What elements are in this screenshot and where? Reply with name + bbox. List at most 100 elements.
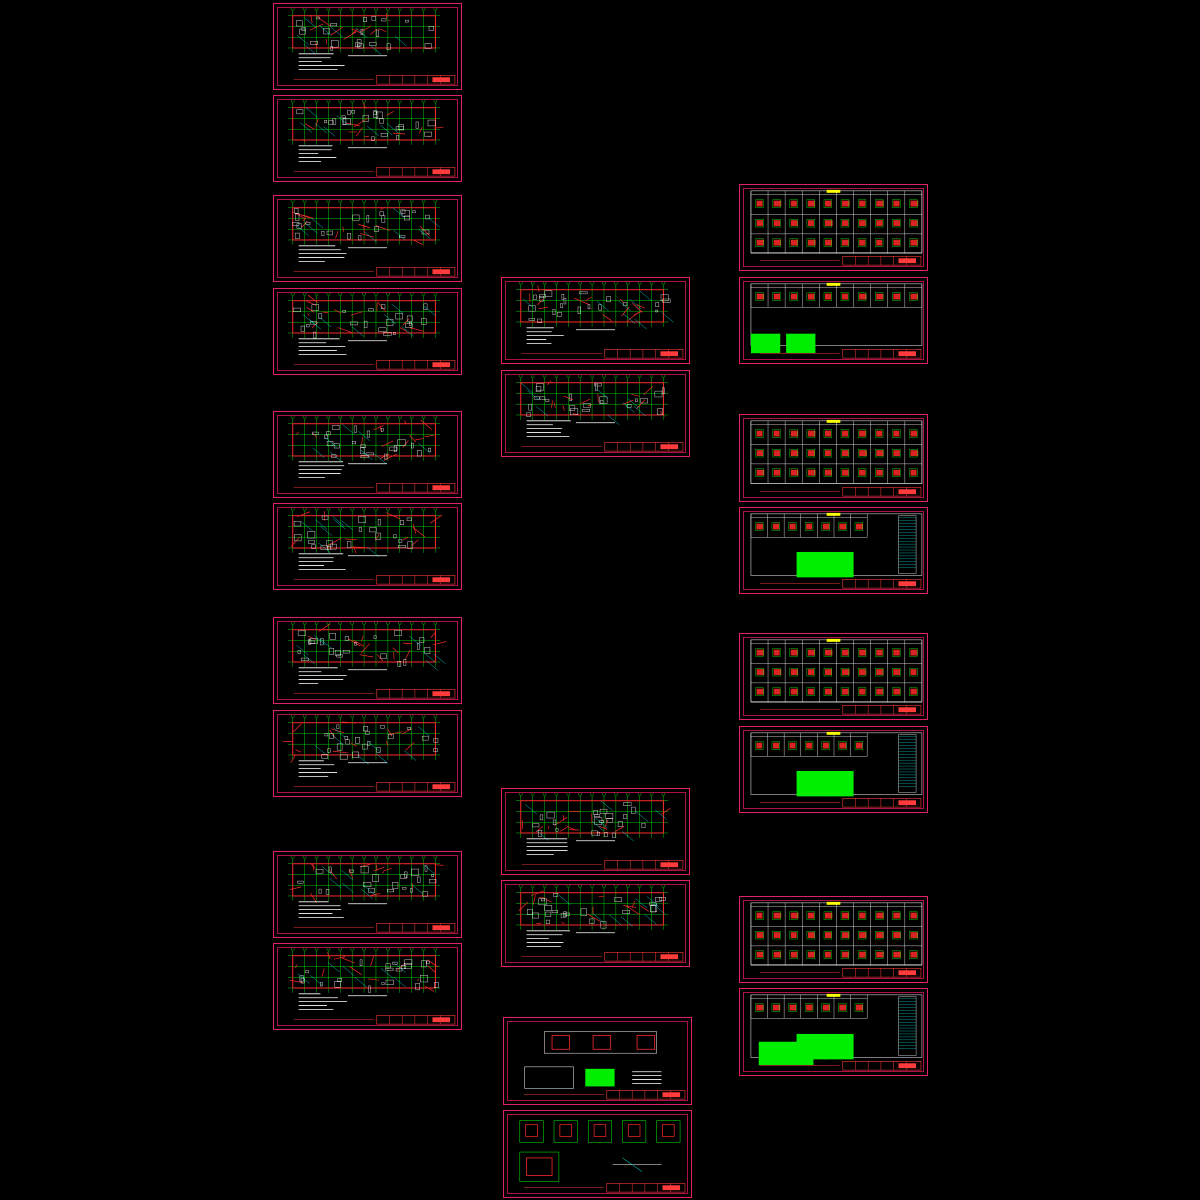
drawing-sheet[interactable] [273,503,462,590]
drawing-sheet[interactable] [273,943,462,1030]
detail-mark [426,960,430,965]
axis-bubble [314,292,319,296]
column-outline [823,668,832,677]
axis-bubble [421,621,426,625]
axis-bubble [409,714,414,718]
drawing-sheet[interactable] [739,896,928,983]
title-block-frame [604,442,684,452]
column-section [893,688,901,695]
title-block [759,349,922,359]
side-table [898,734,917,793]
detail-mark [344,636,349,641]
drawing-sheet[interactable] [273,95,462,182]
column-outline [823,468,832,477]
column-outline [806,950,815,959]
detail-mark [311,304,320,311]
wall-segment [304,123,315,130]
title-block [759,1061,922,1071]
column-section [756,469,765,476]
drawing-sheet[interactable] [739,507,928,594]
drawing-sheet[interactable] [739,726,928,813]
column-section [824,912,833,919]
detail-mark [552,819,557,825]
drawing-sheet[interactable] [739,277,928,364]
title-block [521,952,684,962]
detail-mark [329,648,334,655]
wall-segment [392,647,399,654]
detail-mark [375,532,382,540]
column-schedule [750,731,923,797]
column-outline [857,219,867,228]
wall-segment [636,304,645,309]
dimension-line [417,726,430,737]
title-block-frame [842,798,922,808]
outer-wall [292,722,436,756]
axis-bubble [338,7,343,11]
drawing-sheet[interactable] [503,1110,692,1198]
drawing-sheet[interactable] [501,277,690,364]
axis-bubble [421,292,426,296]
column-outline [804,1003,814,1012]
column-section [910,912,917,919]
column-outline [909,950,918,959]
drawing-sheet[interactable] [739,988,928,1076]
column-outline [892,950,901,959]
detail-mark [415,983,420,991]
column-outline [892,199,901,208]
drawing-sheet[interactable] [273,288,462,375]
column-schedule [750,419,923,484]
wall-segment [404,420,407,425]
detail-mark [381,982,385,985]
drawing-sheet[interactable] [273,617,462,704]
column-outline [821,1003,830,1012]
detail-mark [428,447,432,452]
outer-wall [520,289,664,323]
sheet-drawing [287,621,456,699]
title-block-stamp [898,351,917,357]
drawing-sheet[interactable] [273,411,462,498]
axis-bubble [421,947,426,951]
column-outline [909,292,918,301]
column-outline [909,219,918,228]
drawing-sheet[interactable] [501,370,690,457]
column-section [756,293,765,300]
wall-segment [551,400,553,408]
column-outline [875,668,884,677]
drawing-sheet[interactable] [503,1017,692,1105]
column-outline [857,931,867,940]
detail-mark [424,43,432,49]
axis-bubble [350,415,354,419]
column-schedule [750,189,923,254]
wall-segment [295,964,298,969]
drawing-sheet[interactable] [501,788,690,875]
axis-bubble [409,292,414,296]
drawing-sheet[interactable] [273,851,462,938]
drawing-sheet[interactable] [273,195,462,282]
wall-segment [337,327,352,333]
axis-bubble [614,792,618,796]
drawing-sheet[interactable] [739,414,928,502]
dimension-line [301,521,314,532]
wall-segment [330,26,344,36]
detail-mark [308,640,316,644]
drawing-sheet[interactable] [273,3,462,90]
drawing-sheet[interactable] [501,880,690,967]
column-section [790,450,799,457]
column-section [842,688,849,695]
column-section [773,200,782,207]
axis-bubble [409,199,414,203]
detail-mark [376,747,381,753]
column-outline [857,950,867,959]
detail-mark [561,294,565,300]
drawing-sheet[interactable] [739,184,928,271]
title-block-frame [376,360,456,370]
sheet-drawing [515,281,684,359]
sheet-drawing [750,282,923,359]
drawing-sheet[interactable] [273,710,462,797]
title-block [759,705,922,715]
axis-bubble [362,415,366,419]
green-table [786,333,816,354]
drawing-sheet[interactable] [739,633,928,720]
column-outline [755,950,764,959]
wall-segment [402,642,412,645]
